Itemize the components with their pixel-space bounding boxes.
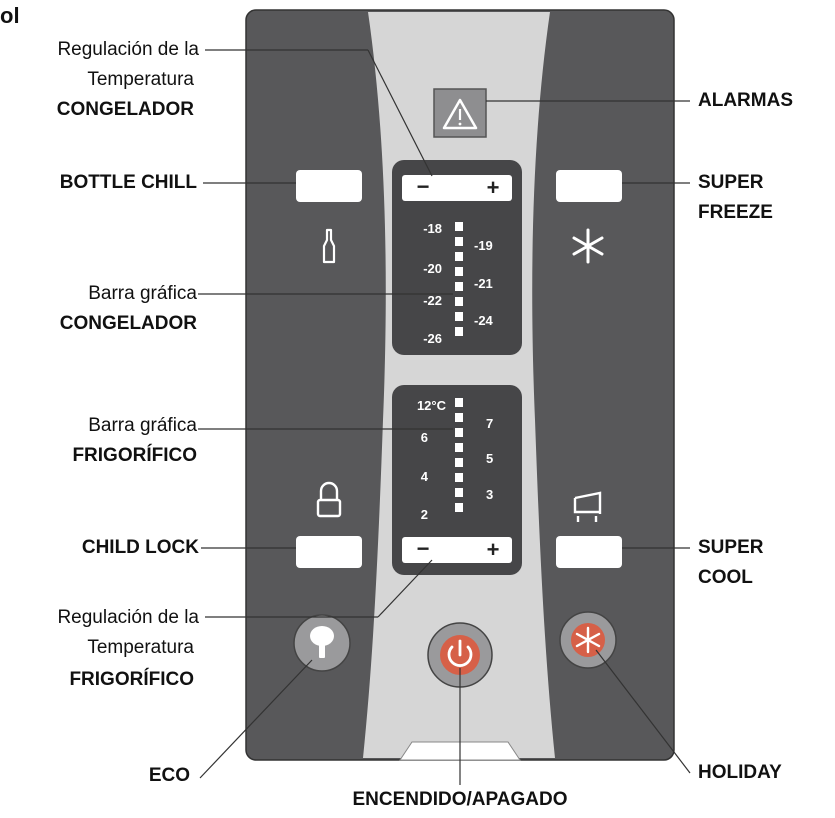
fridge-scale-label: 12°C bbox=[417, 398, 447, 413]
freezer-scale-label: -26 bbox=[423, 331, 442, 346]
bottle-chill-label: BOTTLE CHILL bbox=[59, 172, 197, 193]
fridge-scale-label: 2 bbox=[421, 507, 428, 522]
child-lock-button[interactable] bbox=[296, 536, 362, 568]
freezer-led-bar bbox=[455, 222, 463, 336]
fridge-led-bar bbox=[455, 398, 463, 512]
fridge-scale-label: 7 bbox=[486, 416, 493, 431]
freezer-scale-label: -21 bbox=[474, 276, 493, 291]
reg-frigorifico-line1: Regulación de la bbox=[57, 607, 199, 628]
eco-label: ECO bbox=[148, 765, 190, 786]
reg-congelador-line3: CONGELADOR bbox=[56, 99, 194, 120]
bottle-icon bbox=[322, 228, 336, 264]
freezer-scale-label: -19 bbox=[474, 238, 493, 253]
fridge-scale-label: 4 bbox=[421, 469, 429, 484]
super-freeze-button[interactable] bbox=[556, 170, 622, 202]
fridge-scale-label: 5 bbox=[486, 451, 493, 466]
super-cool-line2: COOL bbox=[698, 567, 753, 588]
barra-congelador-line1: Barra gráfica bbox=[88, 283, 197, 304]
snowflake-icon bbox=[572, 228, 604, 264]
holiday-label: HOLIDAY bbox=[698, 762, 782, 783]
freezer-temp-bar[interactable] bbox=[402, 175, 512, 201]
lock-icon bbox=[316, 481, 342, 518]
fridge-temp-bar[interactable] bbox=[402, 537, 512, 563]
corner-text: ol bbox=[0, 3, 20, 28]
eco-tree-icon bbox=[310, 626, 334, 658]
shower-icon bbox=[573, 491, 602, 522]
fridge-minus-button[interactable]: − bbox=[417, 536, 430, 561]
leader-lines bbox=[198, 49, 691, 785]
fridge-plus-button[interactable]: + bbox=[487, 537, 500, 562]
holiday-icon bbox=[575, 626, 601, 654]
super-cool-button[interactable] bbox=[556, 536, 622, 568]
bottle-chill-button[interactable] bbox=[296, 170, 362, 202]
freezer-plus-button[interactable]: + bbox=[487, 175, 500, 200]
power-icon bbox=[447, 639, 473, 667]
barra-frigorifico-line1: Barra gráfica bbox=[88, 415, 197, 436]
encendido-label: ENCENDIDO/APAGADO bbox=[352, 789, 568, 810]
super-freeze-line2: FREEZE bbox=[698, 202, 773, 223]
freezer-scale-label: -24 bbox=[474, 313, 494, 328]
barra-frigorifico-line2: FRIGORÍFICO bbox=[72, 445, 197, 466]
fridge-scale-label: 6 bbox=[421, 430, 428, 445]
reg-congelador-line2: Temperatura bbox=[87, 69, 194, 90]
reg-frigorifico-line3: FRIGORÍFICO bbox=[69, 669, 194, 690]
freezer-scale-label: -18 bbox=[423, 221, 442, 236]
freezer-minus-button[interactable]: − bbox=[417, 174, 430, 199]
super-freeze-line1: SUPER bbox=[698, 172, 764, 193]
warning-icon bbox=[442, 98, 478, 130]
freezer-scale-label: -22 bbox=[423, 293, 442, 308]
reg-congelador-line1: Regulación de la bbox=[57, 39, 199, 60]
freezer-scale-label: -20 bbox=[423, 261, 442, 276]
barra-congelador-line2: CONGELADOR bbox=[59, 313, 197, 334]
fridge-scale-label: 3 bbox=[486, 487, 493, 502]
child-lock-label: CHILD LOCK bbox=[81, 537, 199, 558]
reg-frigorifico-line2: Temperatura bbox=[87, 637, 194, 658]
super-cool-line1: SUPER bbox=[698, 537, 764, 558]
alarmas-label: ALARMAS bbox=[698, 90, 793, 111]
